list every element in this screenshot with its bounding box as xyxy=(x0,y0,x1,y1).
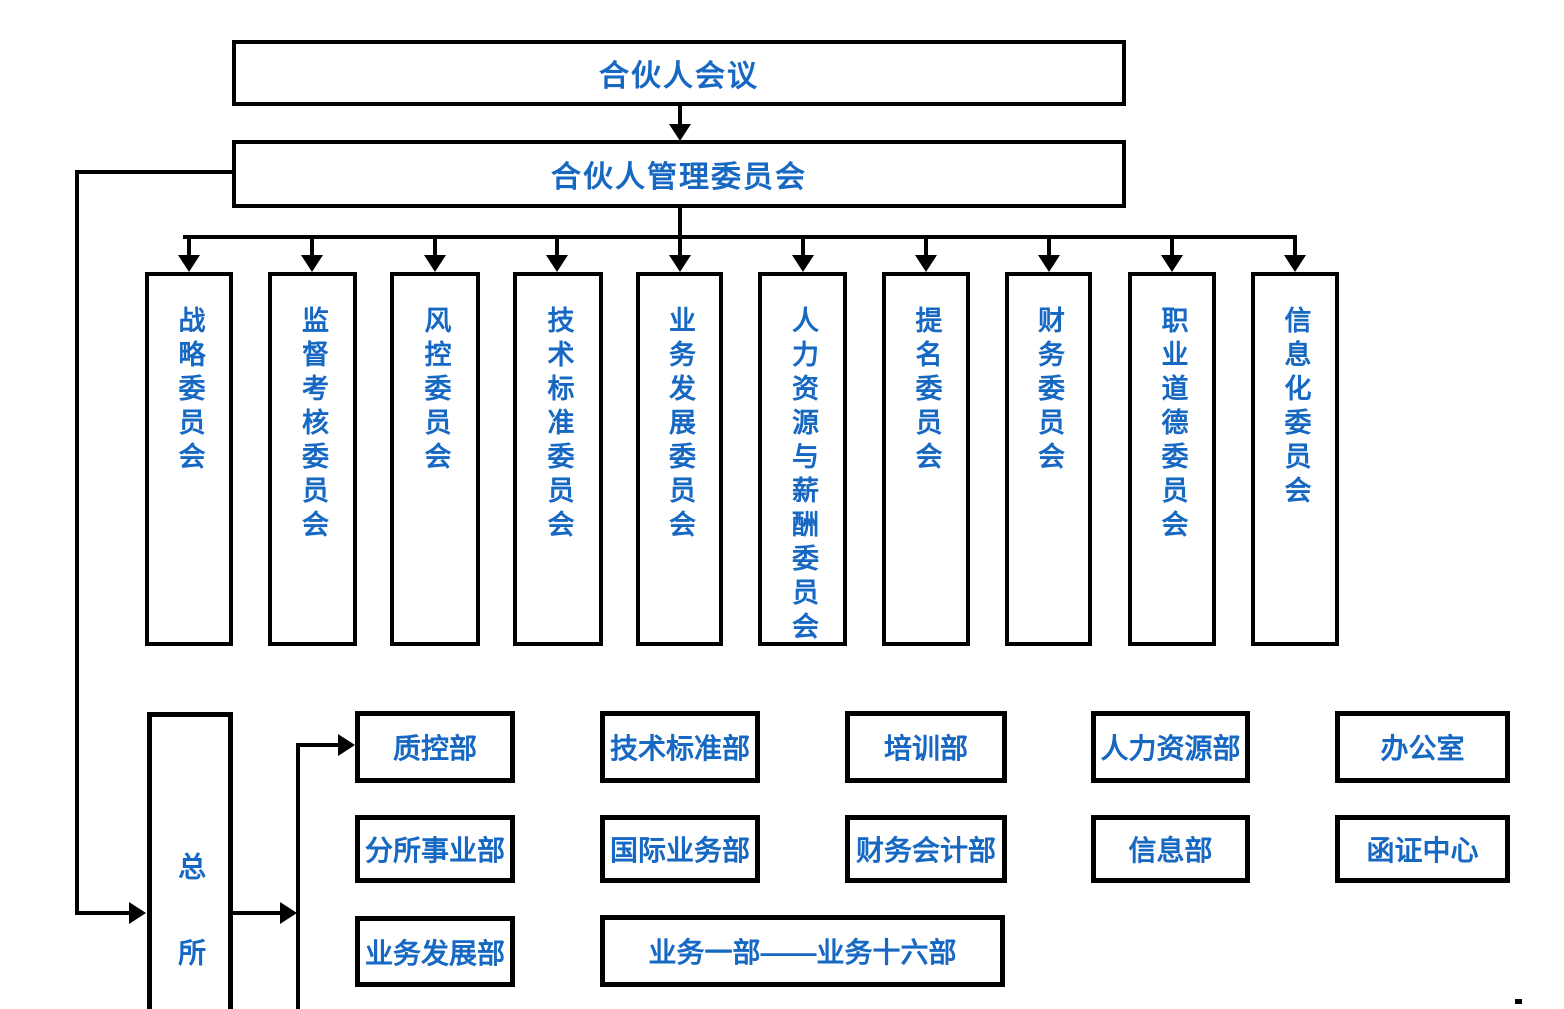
dept-label: 人力资源部 xyxy=(1100,733,1241,764)
dept-human-resources: 人力资源部 xyxy=(1091,711,1250,783)
committee-finance: 财务委员会 xyxy=(1005,272,1092,646)
dept-label: 质控部 xyxy=(392,733,477,764)
committee-label: 风控委员会 xyxy=(420,306,451,476)
connector-stub-5 xyxy=(678,239,682,256)
dept-finance-accounting: 财务会计部 xyxy=(845,815,1007,883)
committee-label: 提名委员会 xyxy=(911,306,942,476)
dept-label: 信息部 xyxy=(1128,835,1213,866)
connector-management-down xyxy=(678,208,682,239)
dept-confirmation-center: 函证中心 xyxy=(1335,815,1510,883)
arrowhead-committee-1 xyxy=(178,255,200,272)
dept-technical-standards: 技术标准部 xyxy=(600,711,760,783)
dept-label: 分所事业部 xyxy=(364,835,505,866)
dept-label: 培训部 xyxy=(883,733,968,764)
committee-label: 业务发展委员会 xyxy=(665,306,696,544)
arrowhead-down-management xyxy=(669,124,691,141)
committee-label: 信息化委员会 xyxy=(1280,306,1311,510)
committee-supervision-assessment: 监督考核委员会 xyxy=(268,272,357,646)
dept-label: 函证中心 xyxy=(1366,835,1479,866)
dept-label: 国际业务部 xyxy=(609,835,750,866)
connector-stub-2 xyxy=(310,239,314,256)
connector-management-left xyxy=(77,170,232,174)
arrowhead-committee-6 xyxy=(792,255,814,272)
committee-hr-compensation: 人力资源与薪酬委员会 xyxy=(758,272,847,646)
connector-committee-bus xyxy=(183,235,1297,239)
arrowhead-committee-3 xyxy=(424,255,446,272)
committee-risk-control: 风控委员会 xyxy=(390,272,480,646)
dept-business-development: 业务发展部 xyxy=(355,916,515,987)
arrowhead-committee-8 xyxy=(1038,255,1060,272)
committee-label: 财务委员会 xyxy=(1034,306,1065,476)
committee-technical-standards: 技术标准委员会 xyxy=(513,272,603,646)
connector-stub-7 xyxy=(924,239,928,256)
connector-stub-3 xyxy=(433,239,437,256)
arrowhead-right-quality-control xyxy=(338,734,355,756)
dept-label: 办公室 xyxy=(1380,733,1465,764)
committee-nomination: 提名委员会 xyxy=(882,272,970,646)
stray-dot xyxy=(1515,999,1522,1004)
connector-stub-10 xyxy=(1293,239,1297,256)
arrowhead-right-dept-riser xyxy=(280,902,297,924)
dept-office: 办公室 xyxy=(1335,711,1510,783)
committee-label: 职业道德委员会 xyxy=(1157,306,1188,544)
dept-quality-control: 质控部 xyxy=(355,711,515,783)
connector-stub-1 xyxy=(187,239,191,256)
dept-training: 培训部 xyxy=(845,711,1007,783)
connector-head-office-right xyxy=(233,911,282,915)
box-partners-meeting: 合伙人会议 xyxy=(232,40,1126,106)
committee-informatization: 信息化委员会 xyxy=(1251,272,1339,646)
dept-international-business: 国际业务部 xyxy=(600,815,760,883)
connector-stub-4 xyxy=(555,239,559,256)
committee-business-development: 业务发展委员会 xyxy=(636,272,723,646)
connector-dept-riser xyxy=(296,743,300,1009)
dept-information: 信息部 xyxy=(1091,815,1250,883)
committee-label: 战略委员会 xyxy=(174,306,205,476)
dept-label: 业务发展部 xyxy=(364,937,505,969)
box-partners-management-committee: 合伙人管理委员会 xyxy=(232,140,1126,208)
partners-meeting-label: 合伙人会议 xyxy=(599,60,759,93)
connector-stub-6 xyxy=(801,239,805,256)
committee-strategy: 战略委员会 xyxy=(145,272,233,646)
connector-to-head-office xyxy=(77,911,131,915)
arrowhead-committee-7 xyxy=(915,255,937,272)
committee-label: 人力资源与薪酬委员会 xyxy=(788,306,819,646)
connector-root-to-management xyxy=(678,106,682,128)
dept-label: 技术标准部 xyxy=(609,733,750,764)
dept-label: 业务一部——业务十六部 xyxy=(648,937,957,968)
dept-branch-division: 分所事业部 xyxy=(355,815,515,883)
arrowhead-right-head-office xyxy=(129,902,146,924)
committee-label: 技术标准委员会 xyxy=(543,306,574,544)
partners-management-committee-label: 合伙人管理委员会 xyxy=(551,161,807,194)
dept-label: 财务会计部 xyxy=(855,835,996,866)
arrowhead-committee-10 xyxy=(1284,255,1306,272)
arrowhead-committee-9 xyxy=(1161,255,1183,272)
arrowhead-committee-4 xyxy=(546,255,568,272)
box-head-office: 总所 xyxy=(147,712,233,1009)
committee-professional-ethics: 职业道德委员会 xyxy=(1128,272,1216,646)
committee-label: 监督考核委员会 xyxy=(298,306,329,544)
arrowhead-committee-5 xyxy=(669,255,691,272)
connector-left-vertical xyxy=(75,170,79,915)
head-office-label: 总所 xyxy=(175,852,207,1009)
connector-stub-8 xyxy=(1047,239,1051,256)
dept-business-1-to-16: 业务一部——业务十六部 xyxy=(600,915,1005,987)
arrowhead-committee-2 xyxy=(301,255,323,272)
connector-to-quality-control xyxy=(300,743,339,747)
connector-stub-9 xyxy=(1170,239,1174,256)
